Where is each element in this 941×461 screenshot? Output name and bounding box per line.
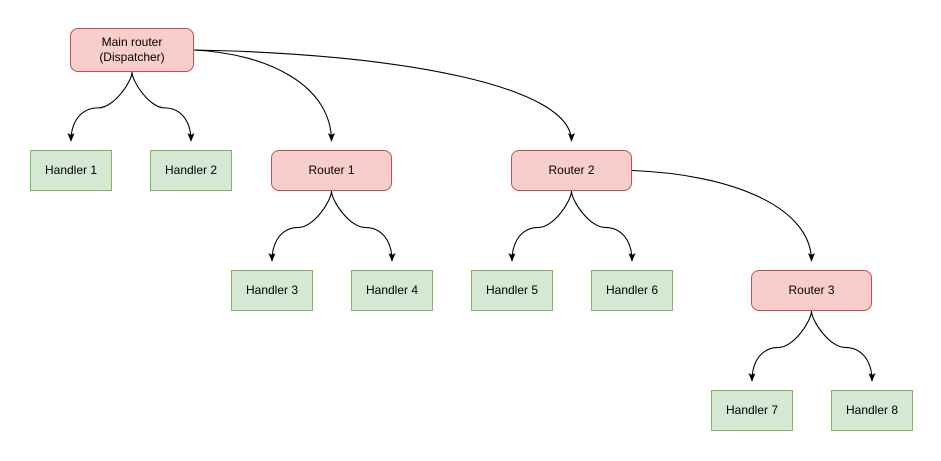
node-handler-2[interactable]: Handler 2 (150, 150, 232, 191)
edge-router-2-to-handler-6 (570, 190, 636, 262)
node-label: Handler 2 (164, 163, 218, 177)
node-handler-1[interactable]: Handler 1 (30, 150, 112, 191)
node-router-2[interactable]: Router 2 (511, 150, 632, 191)
edge-main-to-router-2 (193, 49, 575, 142)
edge-router-1-to-handler-4 (330, 190, 396, 262)
node-label: Router 3 (788, 283, 835, 297)
node-label: Main router (Dispatcher) (99, 35, 165, 64)
node-handler-6[interactable]: Handler 6 (591, 270, 673, 311)
node-label: Handler 1 (44, 163, 98, 177)
edge-main-to-handler-2 (131, 71, 195, 142)
node-handler-5[interactable]: Handler 5 (471, 270, 553, 311)
edge-router-2-to-router-3 (631, 169, 816, 262)
node-label: Router 1 (308, 163, 355, 177)
edge-router-1-to-handler-3 (268, 190, 333, 262)
edge-router-3-to-handler-7 (748, 310, 813, 382)
node-label: Handler 6 (605, 283, 659, 297)
node-handler-3[interactable]: Handler 3 (231, 270, 313, 311)
edge-main-to-handler-1 (67, 71, 133, 142)
node-label: Handler 7 (725, 403, 779, 417)
node-handler-8[interactable]: Handler 8 (831, 390, 913, 431)
node-router-3[interactable]: Router 3 (751, 270, 872, 311)
node-main-router[interactable]: Main router (Dispatcher) (70, 28, 194, 72)
node-handler-7[interactable]: Handler 7 (711, 390, 793, 431)
edge-main-to-router-1 (193, 49, 336, 142)
node-router-1[interactable]: Router 1 (271, 150, 392, 191)
edge-router-3-to-handler-8 (810, 310, 876, 382)
node-handler-4[interactable]: Handler 4 (351, 270, 433, 311)
node-label: Handler 3 (245, 283, 299, 297)
edge-router-2-to-handler-5 (508, 190, 573, 262)
node-label: Handler 4 (365, 283, 419, 297)
node-label: Handler 8 (845, 403, 899, 417)
node-label: Handler 5 (485, 283, 539, 297)
node-label: Router 2 (548, 163, 595, 177)
